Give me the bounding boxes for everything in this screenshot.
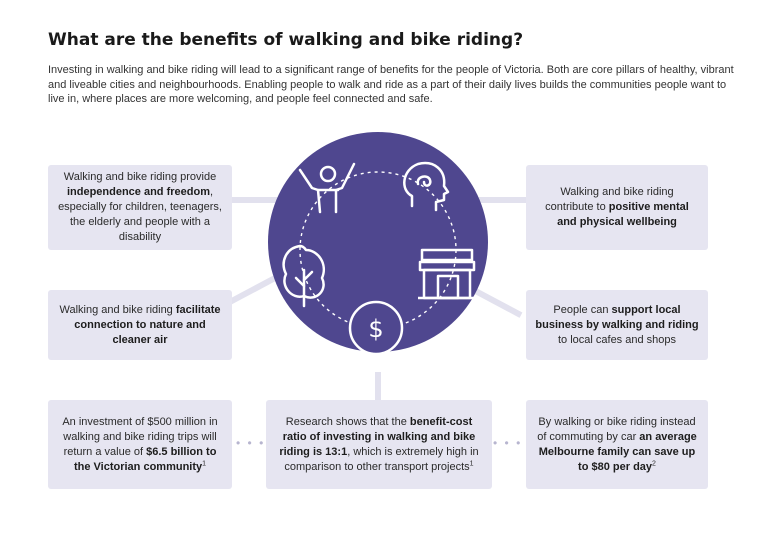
head-mind-icon [403,161,450,212]
shop-icon [418,248,476,300]
dollar-icon: $ [348,300,404,356]
connector-top-left [232,197,284,203]
page-title: What are the benefits of walking and bik… [48,30,524,50]
dots-left: • • • • [236,436,277,450]
tree-icon [282,244,325,308]
benefit-box-wellbeing: Walking and bike riding contribute to po… [526,165,708,250]
person-arms-raised-icon [298,162,356,214]
connector-bottom [375,372,381,402]
benefit-box-independence: Walking and bike riding provide independ… [48,165,232,250]
benefit-box-research: Research shows that the benefit-cost rat… [266,400,492,489]
intro-paragraph: Investing in walking and bike riding wil… [48,64,734,105]
connector-top-right [472,197,528,203]
benefit-box-family-savings: By walking or bike riding instead of com… [526,400,708,489]
benefit-box-nature: Walking and bike riding facilitate conne… [48,290,232,360]
benefit-box-local-business: People can support local business by wal… [526,290,708,360]
benefit-box-investment: An investment of $500 million in walking… [48,400,232,489]
dots-right: • • • • [493,436,534,450]
svg-text:$: $ [368,315,383,343]
